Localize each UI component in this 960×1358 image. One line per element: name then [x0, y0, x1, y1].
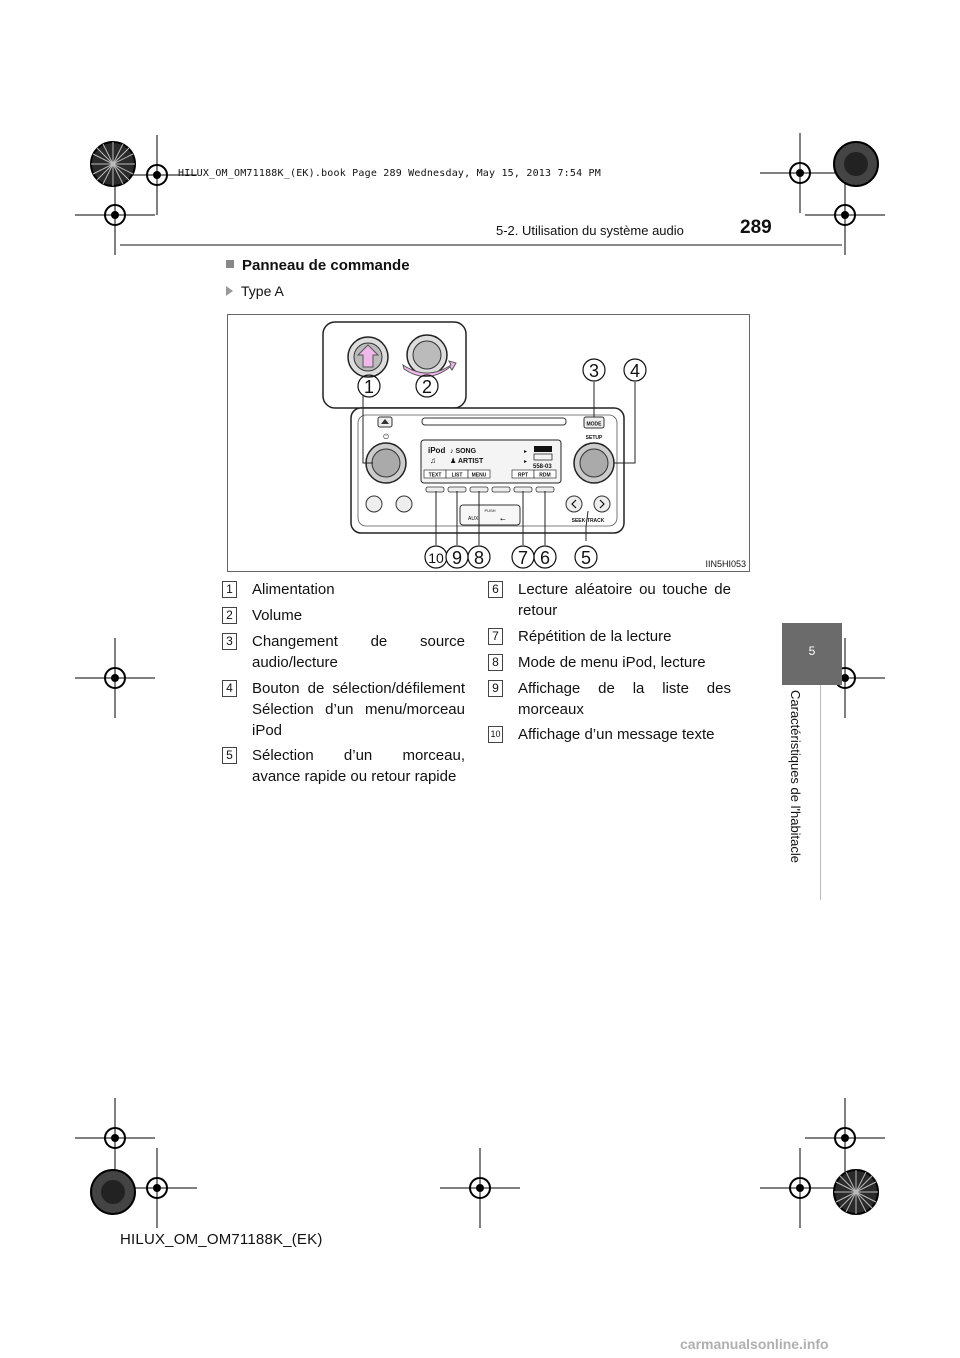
push-label: PUSH: [484, 508, 495, 513]
legend-number: 5: [222, 747, 237, 764]
color-target-icon: [90, 1169, 136, 1215]
legend-number: 7: [488, 628, 503, 645]
softkey-rdm: RDM: [539, 473, 550, 479]
screen-song: ♪ SONG: [450, 448, 477, 455]
softkey-text: TEXT: [429, 473, 442, 479]
callout-4: 4: [630, 361, 640, 381]
page-number: 289: [740, 217, 772, 238]
seek-back-button: [565, 495, 583, 513]
volume-knob: [402, 334, 457, 377]
legend-number: 3: [222, 633, 237, 650]
hang-up-button: [395, 495, 413, 513]
callout-5: 5: [581, 548, 591, 568]
setup-label: SETUP: [586, 435, 603, 441]
legend-number: 10: [488, 726, 503, 743]
chapter-number: 5: [808, 644, 816, 658]
legend-number: 2: [222, 607, 237, 624]
subheading-text: Type A: [241, 283, 284, 299]
chapter-rule: [820, 685, 821, 900]
callout-leaders: [362, 382, 636, 545]
chapter-title: Caractéristiques de l'habitacle: [788, 690, 803, 864]
figure-code: IIN5HI053: [705, 559, 746, 569]
svg-text:▸: ▸: [524, 459, 527, 465]
legend-text: Bouton de sélection/défilement Sélection…: [252, 680, 465, 739]
usb-aux-port: [459, 504, 521, 526]
chapter-title-wrap: Caractéristiques de l'habitacle: [783, 690, 807, 900]
legend-text: Changement de source audio/lecture: [252, 633, 465, 671]
screen-artist: ♟ ARTIST: [450, 457, 484, 465]
registration-mark-icon: [760, 1148, 840, 1228]
legend-text: Alimentation: [252, 581, 335, 598]
mode-label: MODE: [587, 422, 603, 428]
softkey-menu: MENU: [472, 473, 487, 479]
color-target-icon: [833, 141, 879, 187]
legend-number: 1: [222, 581, 237, 598]
registration-mark-icon: [805, 175, 885, 255]
usb-icon: ⭠: [500, 516, 506, 523]
registration-mark-icon: [805, 1098, 885, 1178]
legend-text: Affichage d’un message texte: [518, 726, 715, 743]
audio-panel-illustration: 1 2 MODE SETUP ⏻ iPod ♪ SONG ♟ ARTIST ♫ …: [322, 321, 746, 569]
control-panel-figure: 1 2 MODE SETUP ⏻ iPod ♪ SONG ♟ ARTIST ♫ …: [227, 314, 750, 572]
legend-text: Volume: [252, 607, 303, 624]
softkey-rpt: RPT: [518, 473, 528, 479]
rotate-arrow-icon: [402, 360, 457, 377]
legend-text: Répétition de la lecture: [518, 628, 672, 645]
seek-forward-button: [593, 495, 611, 513]
aux-label: AUX: [468, 516, 479, 522]
legend-text: Affichage de la liste des morceaux: [518, 680, 731, 718]
header-rule: [120, 244, 842, 246]
legend-number: 8: [488, 654, 503, 671]
registration-mark-icon: [75, 175, 155, 255]
square-bullet-icon: [226, 260, 234, 268]
legend-text: Sélection d’un morceau, avance rapide ou…: [252, 747, 465, 785]
svg-text:♫: ♫: [430, 456, 436, 465]
svg-text:⏻: ⏻: [383, 433, 389, 441]
legend-text: Mode de menu iPod, lecture: [518, 654, 706, 671]
model-code: HILUX_OM_OM71188K_(EK): [120, 1231, 323, 1248]
callout-8: 8: [474, 548, 484, 568]
section-heading-text: Panneau de commande: [242, 257, 410, 274]
registration-mark-icon: [75, 1098, 155, 1178]
callout-10: 10: [428, 550, 444, 566]
callout-7: 7: [518, 548, 528, 568]
preset-buttons: [425, 486, 555, 493]
seek-track-label: SEEK·TRACK: [572, 518, 605, 524]
registration-mark-icon: [760, 133, 840, 213]
softkey-list: LIST: [452, 473, 463, 479]
legend-number: 4: [222, 680, 237, 697]
section-title: 5-2. Utilisation du système audio: [496, 223, 684, 238]
section-heading: Panneau de commande: [226, 257, 410, 274]
book-info-line: HILUX_OM_OM71188K_(EK).book Page 289 Wed…: [178, 168, 601, 179]
power-knob: [347, 336, 389, 378]
screen-source: iPod: [428, 446, 445, 455]
softkey-labels: TEXT LIST MENU RPT RDM: [423, 469, 557, 479]
callout-2: 2: [422, 377, 432, 397]
callout-3: 3: [589, 361, 599, 381]
triangle-bullet-icon: [226, 286, 233, 296]
callout-9: 9: [452, 548, 462, 568]
color-target-icon: [90, 141, 136, 187]
subheading: Type A: [226, 283, 284, 299]
cd-slot: [421, 417, 567, 426]
callout-6: 6: [540, 548, 550, 568]
chapter-tab: [782, 623, 842, 685]
callout-1: 1: [364, 377, 374, 397]
color-target-icon: [833, 1169, 879, 1215]
legend-number: 9: [488, 680, 503, 697]
legend-text: Lecture aléatoire ou touche de retour: [518, 581, 731, 619]
legend-number: 6: [488, 581, 503, 598]
registration-mark-icon: [75, 638, 155, 718]
screen-time: 558-03: [533, 464, 552, 470]
registration-mark-icon: [440, 1148, 520, 1228]
watermark: carmanualsonline.info: [680, 1336, 829, 1352]
svg-text:▸: ▸: [524, 449, 527, 455]
press-arrow-icon: [356, 344, 380, 368]
phone-button: [365, 495, 383, 513]
